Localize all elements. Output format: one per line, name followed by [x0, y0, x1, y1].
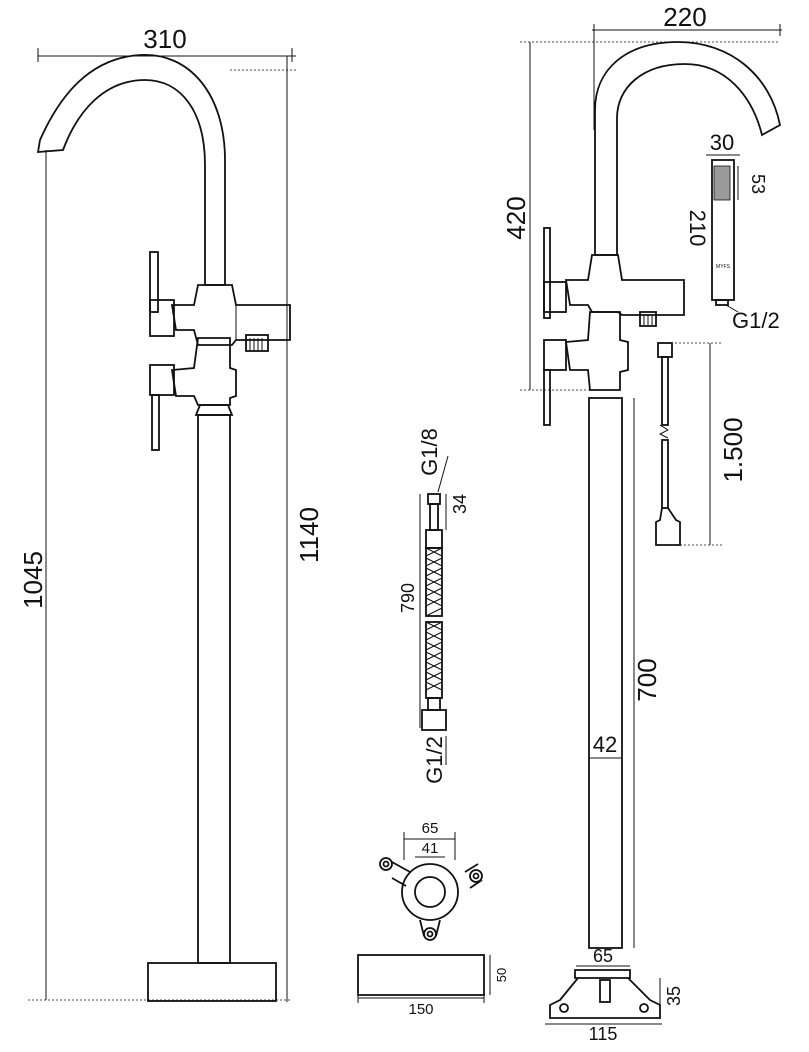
dim-1045-label: 1045	[18, 551, 48, 609]
dim-height-total: 1140	[230, 56, 324, 1002]
dim-53-label: 53	[748, 174, 768, 194]
upper-lever	[149, 251, 159, 313]
spout-side	[594, 41, 782, 256]
dim-41-flange-label: 41	[422, 840, 439, 857]
shower-hose: 1.500	[655, 342, 748, 546]
dim-790-label: 790	[398, 583, 418, 613]
dim-g18-label: G1/8	[417, 428, 442, 476]
dim-420-label: 420	[501, 196, 531, 239]
spout-front	[36, 54, 226, 286]
side-lower-lever	[543, 369, 551, 426]
side-pipe	[588, 397, 623, 949]
handshower-head	[713, 165, 731, 201]
dim-700-label: 700	[632, 658, 662, 701]
flange-top-view: 65 41	[379, 820, 483, 941]
dim-1500-label: 1.500	[718, 417, 748, 482]
dim-1140-label: 1140	[294, 507, 324, 563]
dim-65-bracket-label: 65	[593, 946, 613, 966]
faucet-front-view: 310 1045 1140	[18, 24, 324, 1002]
side-upper-valve	[564, 254, 685, 316]
side-lower-valve	[564, 311, 629, 391]
dim-220-label: 220	[663, 2, 706, 32]
dim-310-label: 310	[143, 24, 186, 54]
hand-shower: MYFS 30 53 210 G1/2	[685, 130, 780, 333]
dim-g12-handshower-label: G1/2	[732, 308, 780, 333]
bracket	[549, 969, 661, 1019]
base-block: 150 50	[357, 954, 509, 1018]
lower-lever	[149, 364, 175, 396]
flange-inner-ring	[414, 876, 446, 908]
handshower-logo: MYFS	[716, 264, 731, 270]
dim-210-label: 210	[685, 210, 710, 247]
dim-34-label: 34	[450, 494, 470, 514]
supply-hose: G1/8 34 790 G1/2	[398, 428, 470, 784]
dim-g12-bottom-label: G1/2	[422, 736, 447, 784]
dim-42-label: 42	[593, 732, 617, 757]
hose-outlet	[245, 334, 269, 352]
dim-35-label: 35	[664, 986, 684, 1006]
base-plate	[147, 962, 277, 1002]
column-pipe	[197, 414, 231, 964]
dim-spout-reach-left: 310	[37, 24, 296, 62]
dim-30-label: 30	[710, 130, 734, 155]
dim-150-label: 150	[408, 1001, 433, 1018]
flange-ears	[391, 861, 483, 937]
side-upper-lever	[543, 227, 551, 319]
dim-50-label: 50	[494, 968, 509, 982]
dim-65-flange-label: 65	[422, 820, 439, 837]
faucet-side-view: 220 420 700 42 65 35 115	[501, 2, 782, 1044]
dim-115-label: 115	[589, 1024, 618, 1044]
lower-valve-body	[170, 337, 237, 406]
flange-outer-ring	[401, 863, 459, 921]
upper-valve-body	[170, 284, 291, 346]
dim-height-outlet: 1045	[18, 150, 290, 1001]
